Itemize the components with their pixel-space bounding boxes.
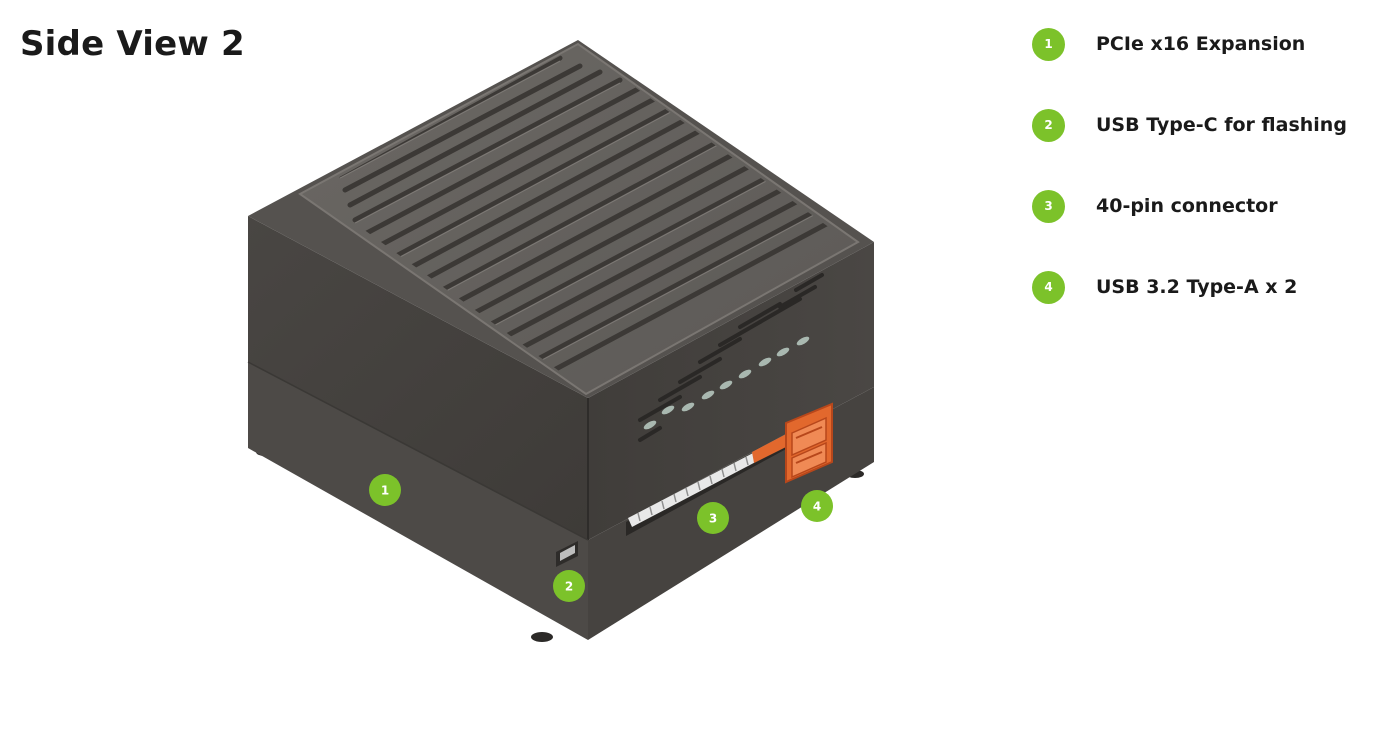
- callout-4: 4: [801, 490, 833, 522]
- upper-right-face: [588, 242, 874, 540]
- svg-text:3: 3: [709, 512, 717, 526]
- base-left-face: [248, 362, 588, 640]
- 40-pin-header: [626, 432, 792, 536]
- side-vents: [638, 273, 824, 442]
- legend-badge: 3: [1032, 189, 1065, 223]
- usb-c-port: [556, 541, 578, 567]
- legend-badge: 2: [1032, 108, 1065, 142]
- svg-text:4: 4: [813, 500, 821, 514]
- svg-text:2: 2: [565, 580, 573, 594]
- svg-text:1: 1: [381, 484, 389, 498]
- legend-item-pcie: 1 PCIe x16 Expansion: [1032, 26, 1305, 62]
- legend-item-usb-a: 4 USB 3.2 Type-A x 2: [1032, 269, 1297, 305]
- lid-vent-grille: [337, 55, 848, 387]
- upper-left-face: [248, 216, 588, 540]
- callout-1: 1: [369, 474, 401, 506]
- callout-3: 3: [697, 502, 729, 534]
- callout-2: 2: [553, 570, 585, 602]
- usb-a-ports: [785, 402, 833, 484]
- legend-item-40-pin: 3 40-pin connector: [1032, 188, 1278, 224]
- vent-highlights: [643, 336, 810, 430]
- legend-label: USB Type-C for flashing: [1096, 114, 1347, 136]
- legend-label: PCIe x16 Expansion: [1096, 33, 1306, 55]
- legend-badge: 4: [1032, 270, 1065, 304]
- legend-label: USB 3.2 Type-A x 2: [1096, 276, 1298, 298]
- legend-item-usb-c: 2 USB Type-C for flashing: [1032, 107, 1347, 143]
- legend-badge: 1: [1032, 27, 1065, 61]
- page-title: Side View 2: [20, 24, 245, 64]
- legend-label: 40-pin connector: [1096, 195, 1278, 217]
